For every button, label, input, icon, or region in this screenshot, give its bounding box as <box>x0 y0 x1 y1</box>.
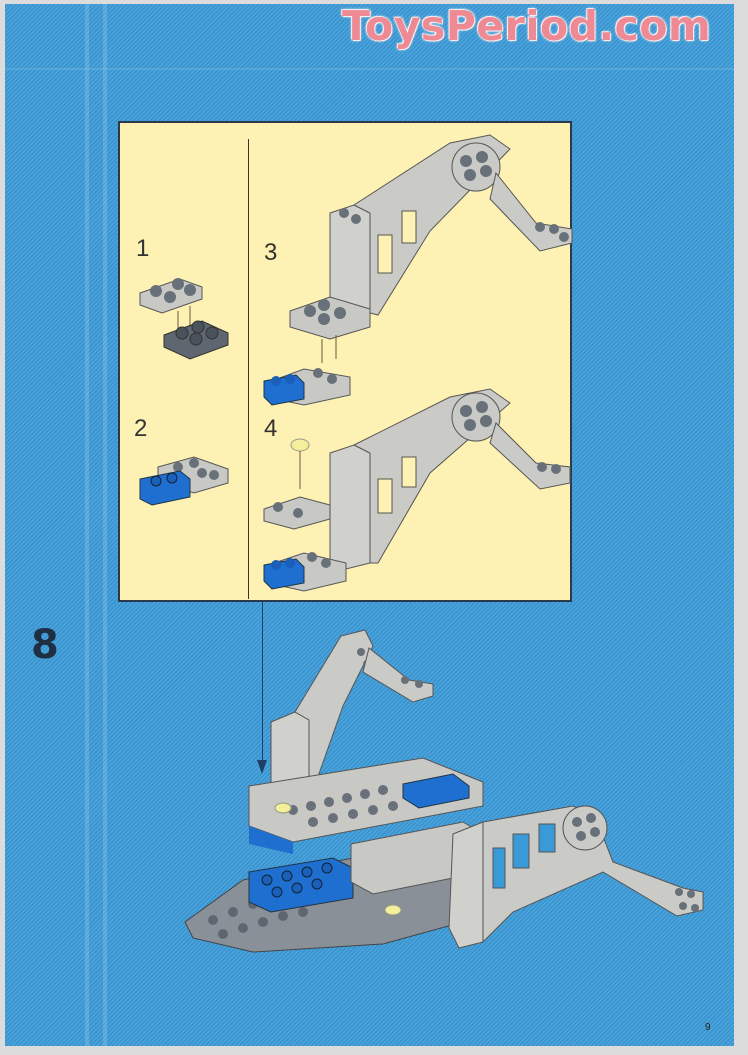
main-model-illustration-icon <box>184 629 704 953</box>
substep-1-bricks-icon <box>139 278 229 360</box>
background-stripe <box>5 68 734 70</box>
substep-3-crane-arm-icon <box>263 134 573 406</box>
substep-2-bricks-icon <box>139 456 229 506</box>
sub-assembly-callout: 1 2 3 4 <box>118 121 573 602</box>
placement-arrow-icon <box>257 760 267 774</box>
placement-arrow-line <box>262 602 263 765</box>
instruction-page: 8 1 2 3 4 <box>5 4 734 1046</box>
callout-divider <box>248 139 249 599</box>
substep-1-label: 1 <box>136 235 150 262</box>
substep-3-label: 3 <box>264 239 278 266</box>
substep-4-label: 4 <box>264 415 278 442</box>
watermark-text: ToysPeriod.com <box>342 2 712 50</box>
substep-4-crane-arm-icon <box>263 388 571 592</box>
step-number: 8 <box>31 622 59 668</box>
page-number: 9 <box>705 1022 711 1033</box>
background-stripe <box>103 4 107 1046</box>
substep-2-label: 2 <box>134 415 148 442</box>
background-stripe <box>85 4 89 1046</box>
